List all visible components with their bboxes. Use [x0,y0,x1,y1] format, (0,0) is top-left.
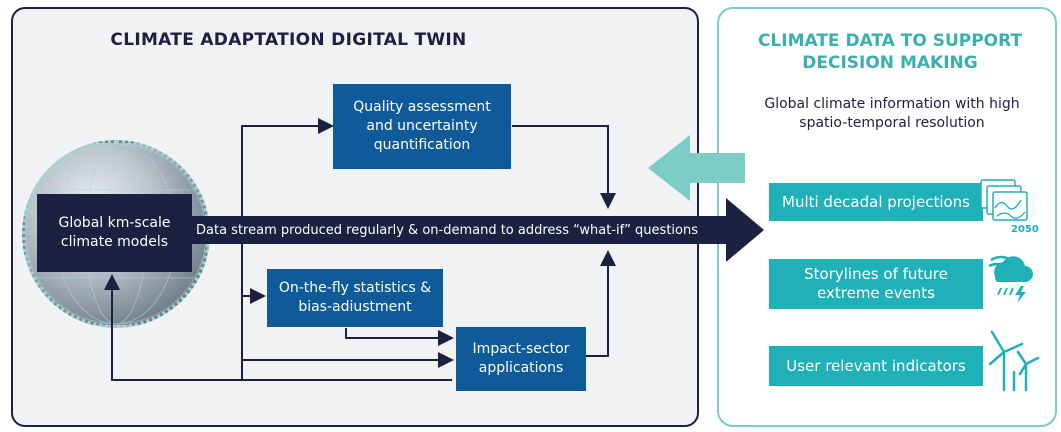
indicators-label: User relevant indicators [786,356,966,375]
decision-making-subtitle: Global climate information with high spa… [764,96,1020,131]
stats-to-impact-arrow [345,328,454,346]
indicators-box: User relevant indicators [769,346,983,386]
quality-box: Quality assessment and uncertainty quant… [333,84,511,169]
storylines-box: Storylines of future extreme events [769,259,983,309]
map-layers-icon [980,179,1028,221]
data-stream-label: Data stream produced regularly & on-dema… [196,223,698,238]
feedback-arrow [104,274,452,381]
projections-label: Multi decadal projections [782,192,970,211]
impact-to-stream-arrow [586,250,616,357]
quality-to-stream-arrow [512,125,616,209]
wind-turbine-icon [988,330,1040,392]
digital-twin-title: CLIMATE ADAPTATION DIGITAL TWIN [110,30,467,50]
to-quality-arrow [241,118,334,380]
impact-box: Impact-sector applications [456,327,586,391]
quality-box-label: Quality assessment and uncertainty quant… [353,99,491,153]
storm-cloud-icon [988,255,1033,303]
stats-box: On-the-fly statistics & bias-adiustment [267,269,443,327]
decision-making-title: CLIMATE DATA TO SUPPORT DECISION MAKING [757,31,1023,73]
impact-box-label: Impact-sector applications [472,341,570,376]
teal-feedback-arrow [648,135,745,201]
data-stream-arrow [190,198,764,262]
storylines-label: Storylines of future extreme events [804,265,948,302]
projections-box: Multi decadal projections [769,183,983,221]
models-box-label: Global km-scale climate models [58,215,171,250]
models-box: Global km-scale climate models [37,194,192,272]
stats-box-label: On-the-fly statistics & bias-adiustment [278,280,432,315]
projections-year-caption: 2050 [1011,224,1039,235]
